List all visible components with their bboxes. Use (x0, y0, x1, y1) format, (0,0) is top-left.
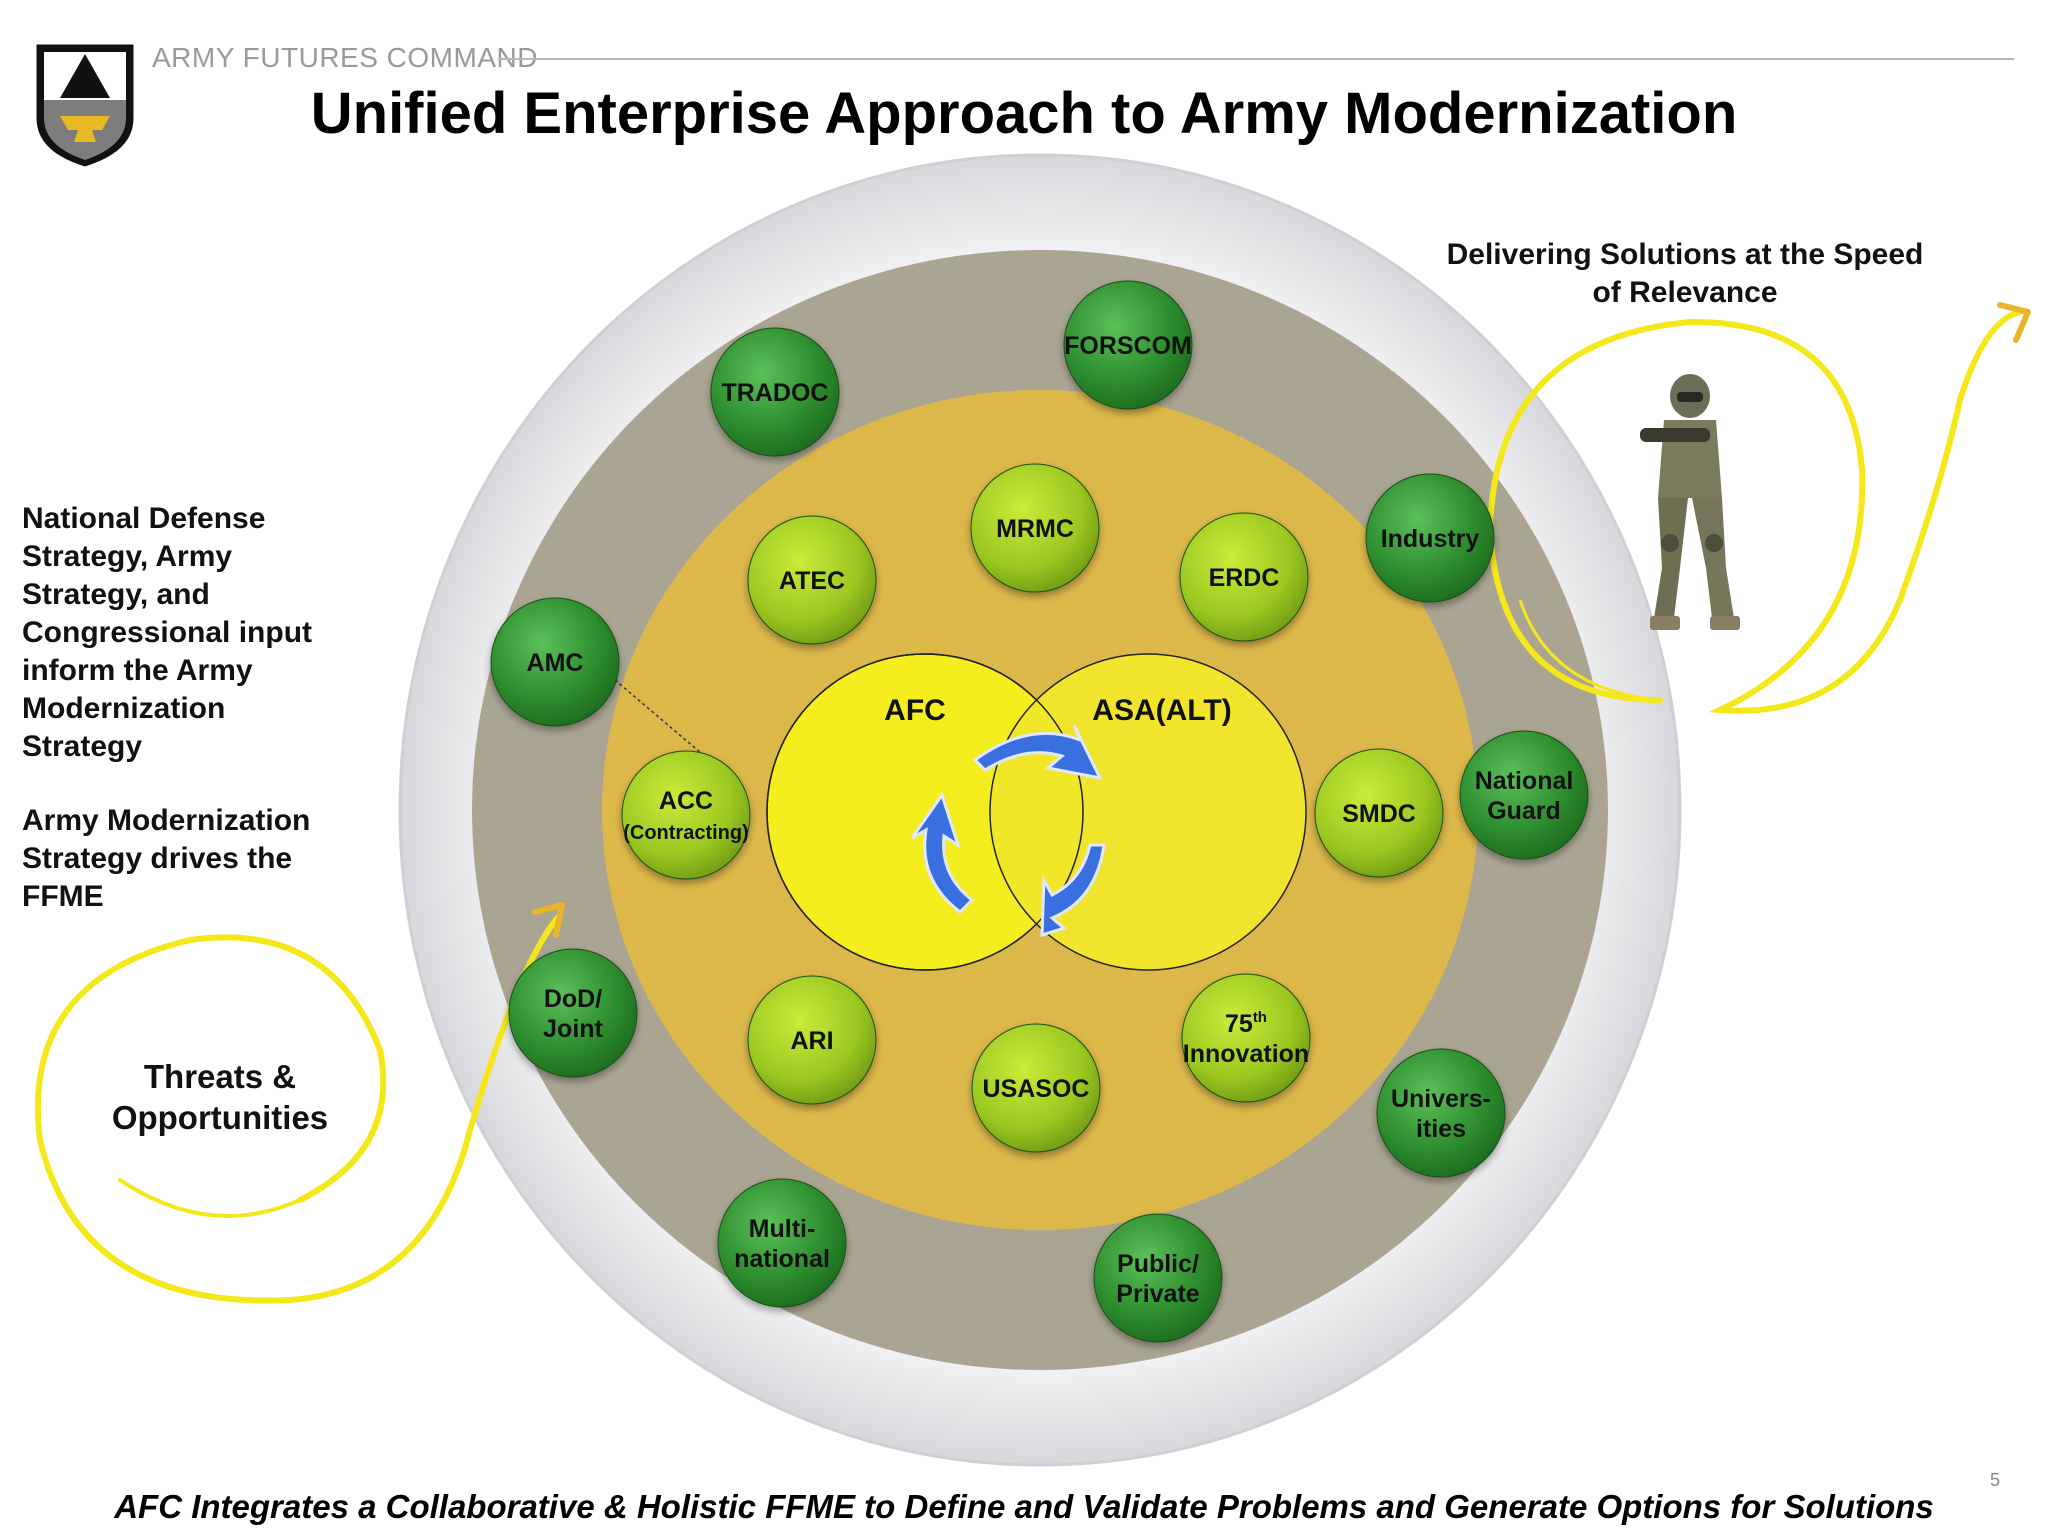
page-title: Unified Enterprise Approach to Army Mode… (310, 81, 1738, 146)
threats-line-1: Threats & (143, 1058, 297, 1095)
outer-node-label: FORSCOM (1064, 332, 1192, 360)
outer-node-label: DoD/ (544, 985, 602, 1013)
inner-node-erdc (1179, 512, 1309, 642)
inner-nodes: MRMC ATEC ERDC ACC (Contracting) SMDC ARI USASO… (621, 463, 1444, 1153)
inner-node-label: ATEC (779, 567, 845, 595)
delivering-solutions-text: Delivering Solutions at the Speed of Rel… (1446, 238, 1924, 309)
outer-node-label: TRADOC (722, 379, 829, 407)
strategy-paragraph: National Defense Strategy, Army Strategy… (22, 502, 313, 763)
inner-node-acc (621, 750, 751, 880)
inner-node-label: USASOC (983, 1075, 1090, 1103)
threats-spiral (34, 912, 563, 1304)
outer-node-tradoc (710, 327, 840, 457)
outer-node-label: AMC (527, 649, 584, 677)
outer-node-national (1459, 730, 1589, 860)
inner-node-label: Innovation (1183, 1040, 1309, 1068)
outer-node-label: National (1475, 767, 1574, 795)
outer-node-univers (1376, 1048, 1506, 1178)
outer-node-label: Univers- (1391, 1085, 1491, 1113)
solutions-arrowhead-icon (1997, 302, 2031, 343)
threats-line-2: Opportunities (111, 1099, 329, 1136)
inner-node-label: ARI (790, 1027, 833, 1055)
inner-node-mrmc (970, 463, 1100, 593)
outer-node-label: Public/ (1117, 1250, 1199, 1278)
outer-node-label: Private (1116, 1280, 1199, 1308)
inner-node-label: SMDC (1342, 800, 1416, 828)
asa-alt-label: ASA(ALT) (1092, 694, 1231, 727)
inner-node-label: (Contracting) (623, 822, 749, 844)
inner-node-ari (747, 975, 877, 1105)
outer-node-label: Industry (1381, 525, 1480, 553)
outer-node-label: ities (1416, 1115, 1466, 1143)
outer-node-label: Joint (543, 1015, 603, 1043)
threats-opportunities-text: Threats & Opportunities (75, 1056, 365, 1138)
organization-header: ARMY FUTURES COMMAND (152, 42, 538, 73)
inner-node-label: 75th (1225, 1009, 1267, 1038)
afc-logo-icon (33, 41, 137, 170)
inner-node-smdc (1314, 748, 1444, 878)
outer-node-label: Guard (1487, 797, 1561, 825)
outer-node-forscom (1063, 280, 1193, 410)
page-number: 5 (1990, 1470, 2001, 1490)
ffme-paragraph: Army Modernization Strategy drives the F… (22, 804, 311, 913)
left-description: National Defense Strategy, Army Strategy… (22, 500, 352, 952)
inner-node-label: ERDC (1209, 564, 1280, 592)
header-rule (498, 58, 2014, 60)
outer-node-public (1093, 1213, 1223, 1343)
outer-node-industry (1365, 473, 1495, 603)
threats-arrowhead-icon (532, 902, 565, 938)
footer-statement: AFC Integrates a Collaborative & Holisti… (114, 1488, 1934, 1525)
inner-node-label: MRMC (996, 515, 1074, 543)
outer-node-label: Multi- (749, 1215, 816, 1243)
outer-node-label: national (734, 1245, 830, 1273)
outer-node-multi (717, 1178, 847, 1308)
afc-label: AFC (884, 694, 946, 727)
inner-node-75th (1181, 973, 1311, 1103)
outer-node-amc (490, 597, 620, 727)
amc-acc-connector (614, 679, 729, 777)
inner-node-atec (747, 515, 877, 645)
cycle-arrows-icon (910, 724, 1106, 938)
inner-node-label: ACC (659, 787, 713, 815)
threats-spiral-tail (118, 1178, 302, 1218)
outer-node-dod (508, 948, 638, 1078)
soldier-figure-icon (1640, 374, 1740, 630)
inner-node-usasoc (971, 1023, 1101, 1153)
